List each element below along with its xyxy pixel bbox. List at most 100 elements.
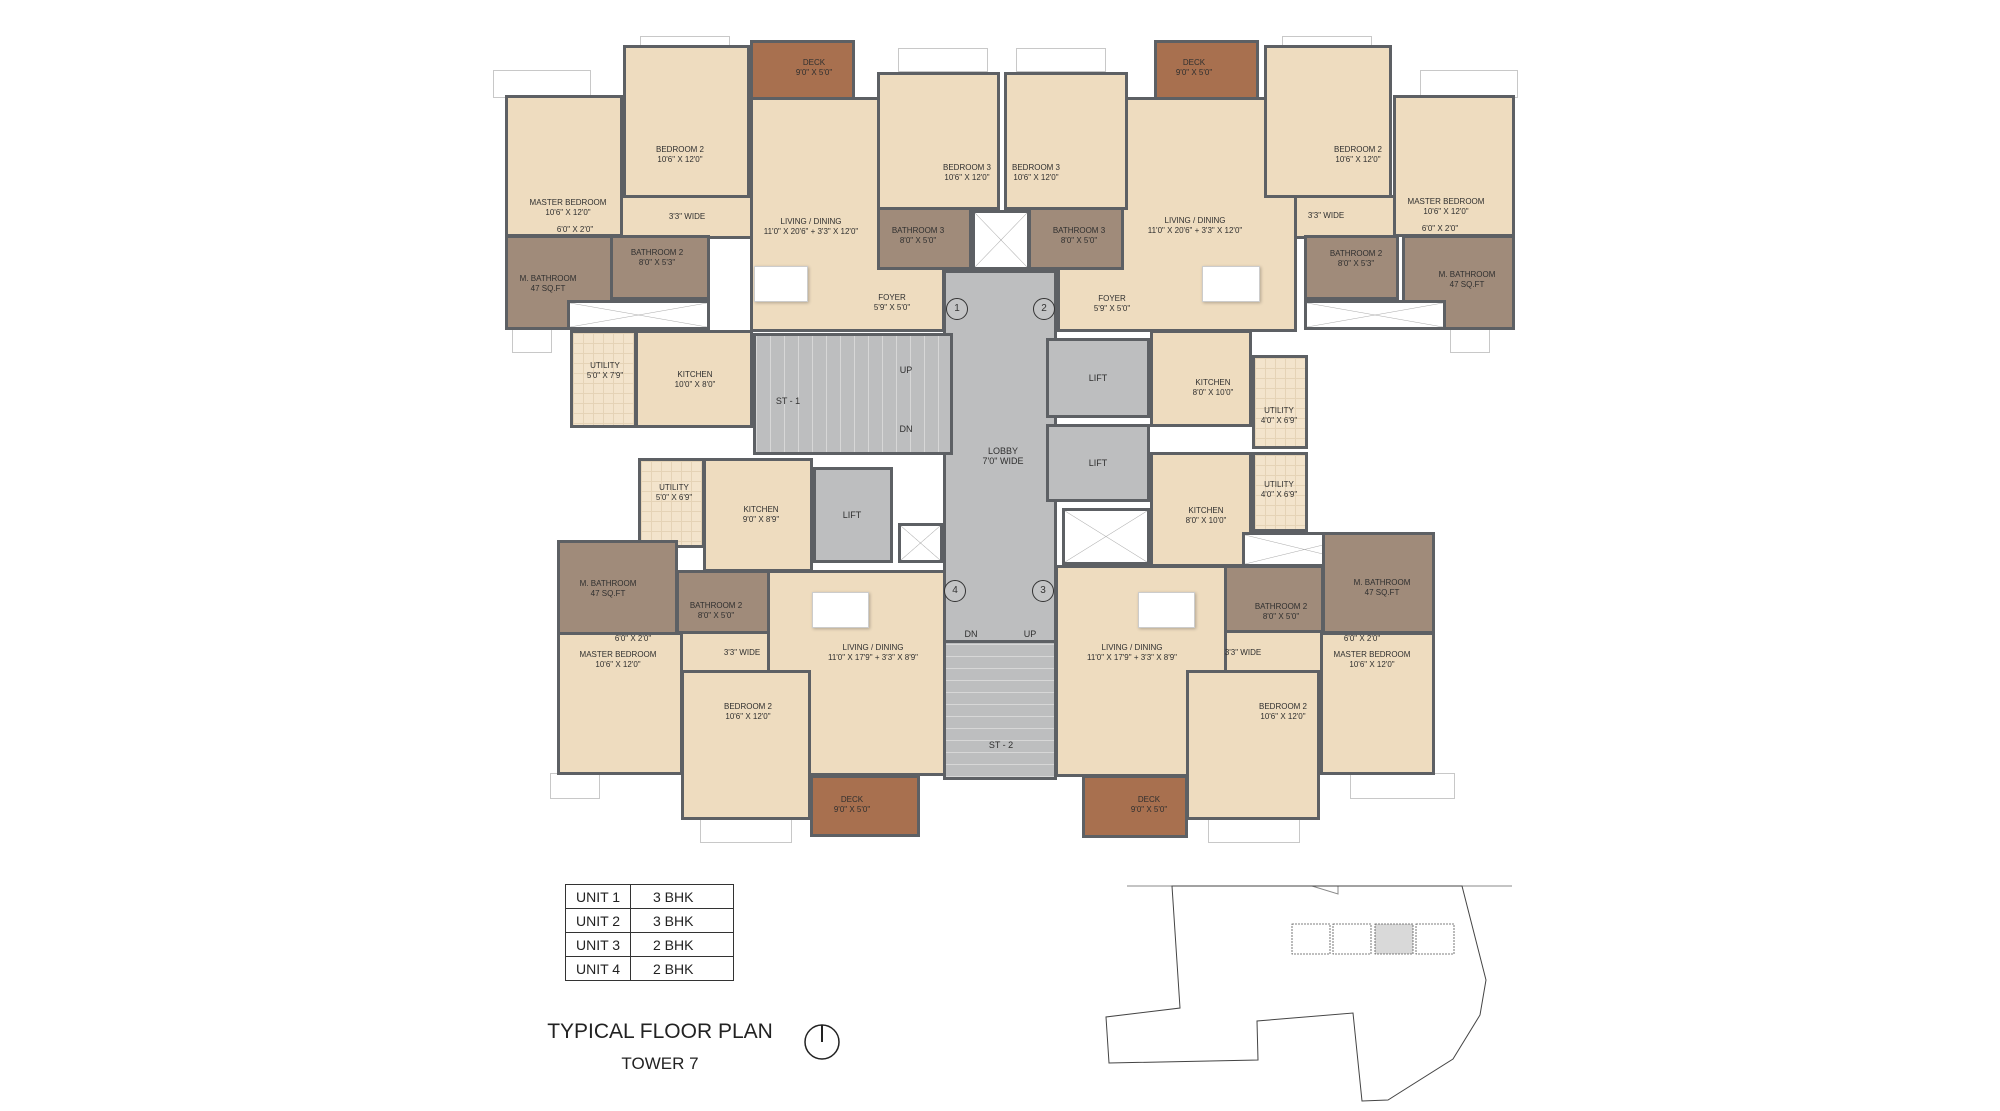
plan-subtitle: TOWER 7 (621, 1054, 699, 1073)
unit-3-m-bathroom (1322, 532, 1435, 634)
lift-label: LIFT (842, 510, 862, 520)
unit-1-bathroom-3 (877, 207, 972, 270)
unit-1-utility (570, 330, 637, 428)
lift-label: LIFT (1088, 373, 1108, 383)
site-road-line (1127, 885, 1512, 895)
unit-1-bedroom-3 (877, 72, 1000, 210)
tower-footprints (1291, 923, 1455, 955)
unit-4-deck (810, 775, 920, 837)
lift-2 (1046, 424, 1150, 502)
unit-4-bathroom-2 (676, 570, 770, 634)
tower-footprint (1374, 923, 1414, 955)
staircase-2-label: ST - 2 (988, 740, 1014, 750)
stair-down-label: DN (899, 424, 913, 434)
unit-3-bathroom-2 (1224, 565, 1324, 633)
unit-3-utility (1252, 452, 1308, 532)
room-label: 6'0" X 2'0" (614, 634, 652, 643)
unit-4-kitchen (703, 458, 813, 572)
staircase-1-label: ST - 1 (775, 396, 801, 406)
unit-1-kitchen (635, 330, 753, 428)
window (898, 48, 988, 72)
dining-table (1202, 266, 1260, 302)
tower-footprint (1415, 923, 1455, 955)
shaft (898, 523, 943, 563)
window (1016, 48, 1106, 72)
unit-2-bathroom-2 (1304, 235, 1399, 300)
unit-2-bedroom-2 (1264, 45, 1392, 198)
shaft (567, 300, 710, 330)
unit-1-bedroom-2 (623, 45, 750, 198)
shaft (972, 210, 1030, 270)
stair-up-label: UP (1023, 629, 1037, 639)
room-label: 3'3" WIDE (1307, 211, 1345, 220)
unit-4-marker: 4 (944, 580, 966, 602)
dining-table (754, 266, 808, 302)
unit-2-deck (1154, 40, 1259, 100)
stair-up-label: UP (899, 365, 913, 375)
tower-footprint (1332, 923, 1372, 955)
unit-2-marker: 2 (1033, 298, 1055, 320)
dining-table (812, 592, 869, 628)
lift-1 (1046, 338, 1150, 418)
unit-4-bedroom-2 (681, 670, 811, 820)
unit-2-utility (1252, 355, 1308, 449)
shaft (1062, 508, 1150, 565)
room-label: 6'0" X 2'0" (1421, 224, 1459, 233)
unit-1-marker: 1 (946, 298, 968, 320)
unit-2-bathroom-3 (1028, 207, 1124, 270)
stair-down-label: DN (964, 629, 978, 639)
shaft (1304, 300, 1446, 330)
unit-1-deck (750, 40, 855, 100)
window (550, 773, 600, 799)
unit-3-marker: 3 (1032, 580, 1054, 602)
tower-footprint (1291, 923, 1331, 955)
room-label: 3'3" WIDE (723, 648, 761, 657)
unit-3-master-bedroom (1320, 632, 1435, 775)
lift-3 (813, 467, 893, 563)
unit-4-master-bedroom (557, 632, 683, 775)
unit-1-bathroom-2 (610, 235, 710, 300)
plan-title: TYPICAL FLOOR PLAN (547, 1020, 773, 1043)
north-arrow-icon (804, 1024, 840, 1060)
room-label: 6'0" X 2'0" (556, 225, 594, 234)
lift-label: LIFT (1088, 458, 1108, 468)
unit-2-kitchen (1150, 330, 1252, 427)
unit-3-deck (1082, 775, 1188, 838)
